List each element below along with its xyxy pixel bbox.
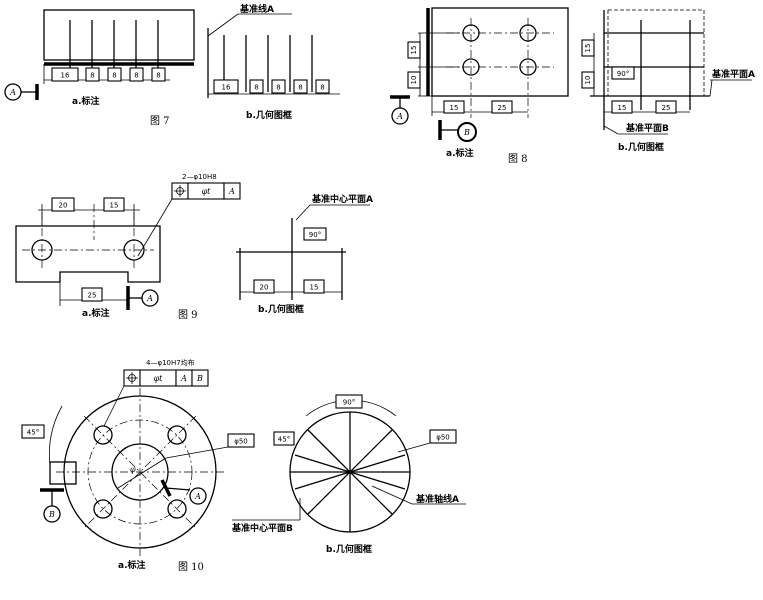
fig8-plane-b-label: 基准平面B bbox=[625, 122, 669, 134]
fig10-datum-ref-a: A bbox=[180, 374, 187, 383]
fig7-dim-5: 8 bbox=[156, 72, 160, 80]
fig10-datum-ref-b: B bbox=[196, 374, 203, 383]
figure-8: 15 10 15 25 A B a.标注 图 8 基准平面A 15 10 90°… bbox=[390, 7, 755, 165]
fig8-part bbox=[431, 7, 569, 97]
fig8-caption: 图 8 bbox=[508, 153, 528, 165]
fig8-plane-a-label: 基准平面A bbox=[711, 68, 755, 80]
fig8-datum-b-letter: B bbox=[463, 128, 470, 137]
fig9-datum-letter: A bbox=[146, 294, 153, 303]
fig7-part bbox=[43, 9, 195, 61]
fig10-b-dia: φ50 bbox=[436, 434, 450, 442]
fig10-axis-a-label: 基准轴线A bbox=[415, 493, 459, 505]
fig8-dim-h1: 15 bbox=[450, 104, 459, 112]
fig9-dim-2: 15 bbox=[110, 202, 119, 210]
figure-9: 20 15 2—φ10H8 φt A 25 A a.标注 图 9 基准中心平面A… bbox=[15, 173, 373, 321]
fig8-b-dim-v1: 15 bbox=[584, 44, 592, 53]
fig9-datum-ref: A bbox=[228, 187, 235, 196]
fig7-b-dim-2: 8 bbox=[254, 84, 258, 92]
fig7-a-label: a.标注 bbox=[72, 95, 100, 107]
fig10-mid-plane-b-label: 基准中心平面B bbox=[231, 522, 293, 534]
fig9-b-dim-1: 20 bbox=[260, 284, 269, 292]
fig10-hole-spec: 4—φ10H7均布 bbox=[146, 358, 195, 367]
fig9-hole-spec: 2—φ10H8 bbox=[182, 173, 217, 181]
fig9-part bbox=[15, 225, 161, 283]
fig10-b-angle45: 45° bbox=[278, 436, 290, 444]
fig7-b-dim-4: 8 bbox=[298, 84, 302, 92]
fig10-a-label: a.标注 bbox=[118, 559, 146, 571]
fig7-b-label: b.几何图框 bbox=[246, 109, 292, 121]
fig8-b-dim-h1: 15 bbox=[618, 104, 627, 112]
fig8-b-dim-h2: 25 bbox=[662, 104, 671, 112]
fig7-dim-3: 8 bbox=[112, 72, 116, 80]
fig8-datum-a-letter: A bbox=[396, 112, 403, 121]
fig9-dim-3: 25 bbox=[88, 292, 97, 300]
fig9-angle: 90° bbox=[309, 231, 321, 239]
fig8-a-label: a.标注 bbox=[446, 147, 474, 159]
fig8-angle: 90° bbox=[617, 70, 629, 78]
fig10-datum-b-letter: B bbox=[48, 510, 55, 519]
fig7-dim-1: 16 bbox=[61, 72, 70, 80]
fig10-caption: 图 10 bbox=[178, 561, 204, 573]
figure-10: φ φ50 4—φ10H7均布 φt A B 45° B A a.标注 图 10… bbox=[21, 358, 466, 573]
fig7-dim-4: 8 bbox=[134, 72, 138, 80]
fig9-a-label: a.标注 bbox=[82, 307, 110, 319]
fig7-dim-2: 8 bbox=[90, 72, 94, 80]
fig10-datum-a-letter: A bbox=[194, 492, 201, 501]
fig10-b-label: b.几何图框 bbox=[326, 543, 372, 555]
fig7-caption: 图 7 bbox=[150, 115, 170, 127]
fig9-b-label: b.几何图框 bbox=[258, 303, 304, 315]
fig9-mid-plane-label: 基准中心平面A bbox=[311, 193, 373, 205]
fig8-b-label: b.几何图框 bbox=[618, 141, 664, 153]
fig10-dia: φ50 bbox=[234, 438, 248, 446]
fig7-b-dim-3: 8 bbox=[276, 84, 280, 92]
fig10-angle45: 45° bbox=[27, 429, 39, 437]
fig7-b-dim-5: 8 bbox=[320, 84, 324, 92]
fig9-caption: 图 9 bbox=[178, 309, 198, 321]
fig9-tol-value: φt bbox=[202, 187, 212, 196]
fig8-dim-v1: 15 bbox=[410, 46, 418, 55]
fig7-datum-letter: A bbox=[9, 88, 16, 97]
fig8-b-dim-v2: 10 bbox=[584, 76, 592, 85]
fig7-b-dim-1: 16 bbox=[222, 84, 231, 92]
fig8-dim-h2: 25 bbox=[498, 104, 507, 112]
fig10-tol-value: φt bbox=[154, 374, 164, 383]
fig9-dim-1: 20 bbox=[59, 202, 68, 210]
fig10-phi-symbol: φ bbox=[130, 465, 136, 474]
fig7-datum-line-label: 基准线A bbox=[239, 3, 274, 15]
fig9-b-dim-2: 15 bbox=[310, 284, 319, 292]
fig8-dim-v2: 10 bbox=[410, 76, 418, 85]
fig10-angle90: 90° bbox=[343, 399, 355, 407]
figure-7: 16 8 8 8 8 A a.标注 图 7 基准线A 16 8 8 8 8 b.… bbox=[4, 3, 340, 127]
